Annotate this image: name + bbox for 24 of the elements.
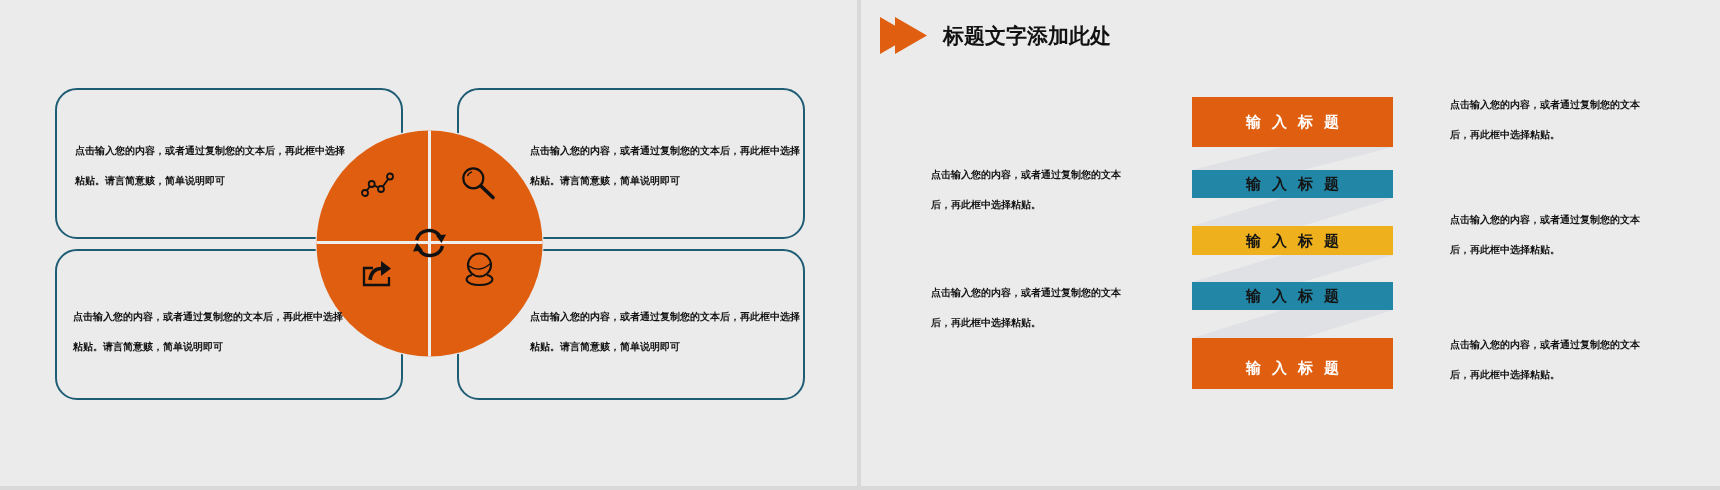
body-text: 点击输入您的内容，或者通过复制您的文本后，再此框中选择粘贴。请言简意赅，简单说明即可 [530,310,801,354]
title-bar [1192,97,1393,147]
heading-text: 输入标题 [1246,358,1350,377]
rounded-box [55,88,403,239]
body-text: 点击输入您的内容，或者通过复制您的文本后，再此框中选择粘贴。请言简意赅，简单说明即可 [530,144,801,188]
description-text: 点击输入您的内容，或者通过复制您的文本后，再此框中选择粘贴。 [1450,98,1641,142]
rounded-box [55,249,403,400]
description-text: 点击输入您的内容，或者通过复制您的文本后，再此框中选择粘贴。 [1450,213,1641,257]
description-text: 点击输入您的内容，或者通过复制您的文本后，再此框中选择粘贴。 [931,286,1122,330]
body-text: 点击输入您的内容，或者通过复制您的文本后，再此框中选择粘贴。请言简意赅，简单说明即可 [73,310,344,354]
heading-text: 输入标题 [1246,231,1350,250]
rounded-box [457,249,805,400]
heading-text: 输入标题 [1246,287,1350,305]
rounded-box [457,88,805,239]
title-bar [1192,338,1393,389]
body-text: 点击输入您的内容，或者通过复制您的文本后，再此框中选择粘贴。请言简意赅，简单说明即可 [75,144,346,188]
description-text: 点击输入您的内容，或者通过复制您的文本后，再此框中选择粘贴。 [1450,338,1641,382]
heading-text: 输入标题 [1246,113,1350,131]
description-text: 点击输入您的内容，或者通过复制您的文本后，再此框中选择粘贴。 [931,168,1122,212]
title-bar [1192,226,1393,255]
title-bar [1192,282,1393,310]
slide-title: 标题文字添加此处 [943,24,1111,48]
title-bar [1192,170,1393,198]
heading-text: 输入标题 [1246,175,1350,193]
